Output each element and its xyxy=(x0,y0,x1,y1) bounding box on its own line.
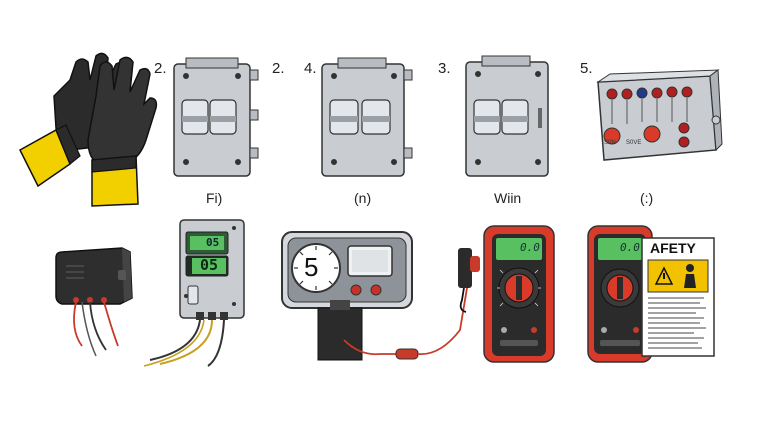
multimeter-display: 0.0 xyxy=(620,241,640,254)
box-label-left: S0N xyxy=(604,140,616,146)
safety-title: AFETY xyxy=(650,240,696,256)
step-number-label: 5. xyxy=(580,60,593,77)
multimeter-display: 0.0 xyxy=(520,241,540,254)
box-label-right: S0VE xyxy=(626,140,642,146)
dial-controller-icon xyxy=(281,231,471,361)
multimeter-icon xyxy=(587,225,653,363)
breaker-caption: (n) xyxy=(354,190,372,206)
breaker-caption: Wiin xyxy=(494,190,522,206)
timer-display-bottom: 05 xyxy=(200,256,219,274)
step-number-label: 2. xyxy=(272,60,285,77)
box-caption: (:) xyxy=(640,190,654,206)
safety-sheet-icon xyxy=(641,237,715,357)
circuit-breaker-icon xyxy=(321,57,413,177)
step-number-label: 3. xyxy=(438,60,451,77)
dial-number: 5 xyxy=(304,252,319,282)
timer-display-top: 05 xyxy=(206,236,220,249)
terminal-box-icon xyxy=(596,69,723,161)
step-number-label: 2. xyxy=(154,60,167,77)
power-supply-icon xyxy=(55,247,133,357)
multimeter-icon xyxy=(458,225,555,363)
circuit-breaker-icon xyxy=(173,57,259,177)
circuit-breaker-icon xyxy=(465,55,549,177)
timer-relay-icon xyxy=(143,219,245,367)
step-number-label: 4. xyxy=(304,60,317,77)
gloves-icon xyxy=(19,52,158,207)
breaker-caption: Fi) xyxy=(206,190,223,206)
